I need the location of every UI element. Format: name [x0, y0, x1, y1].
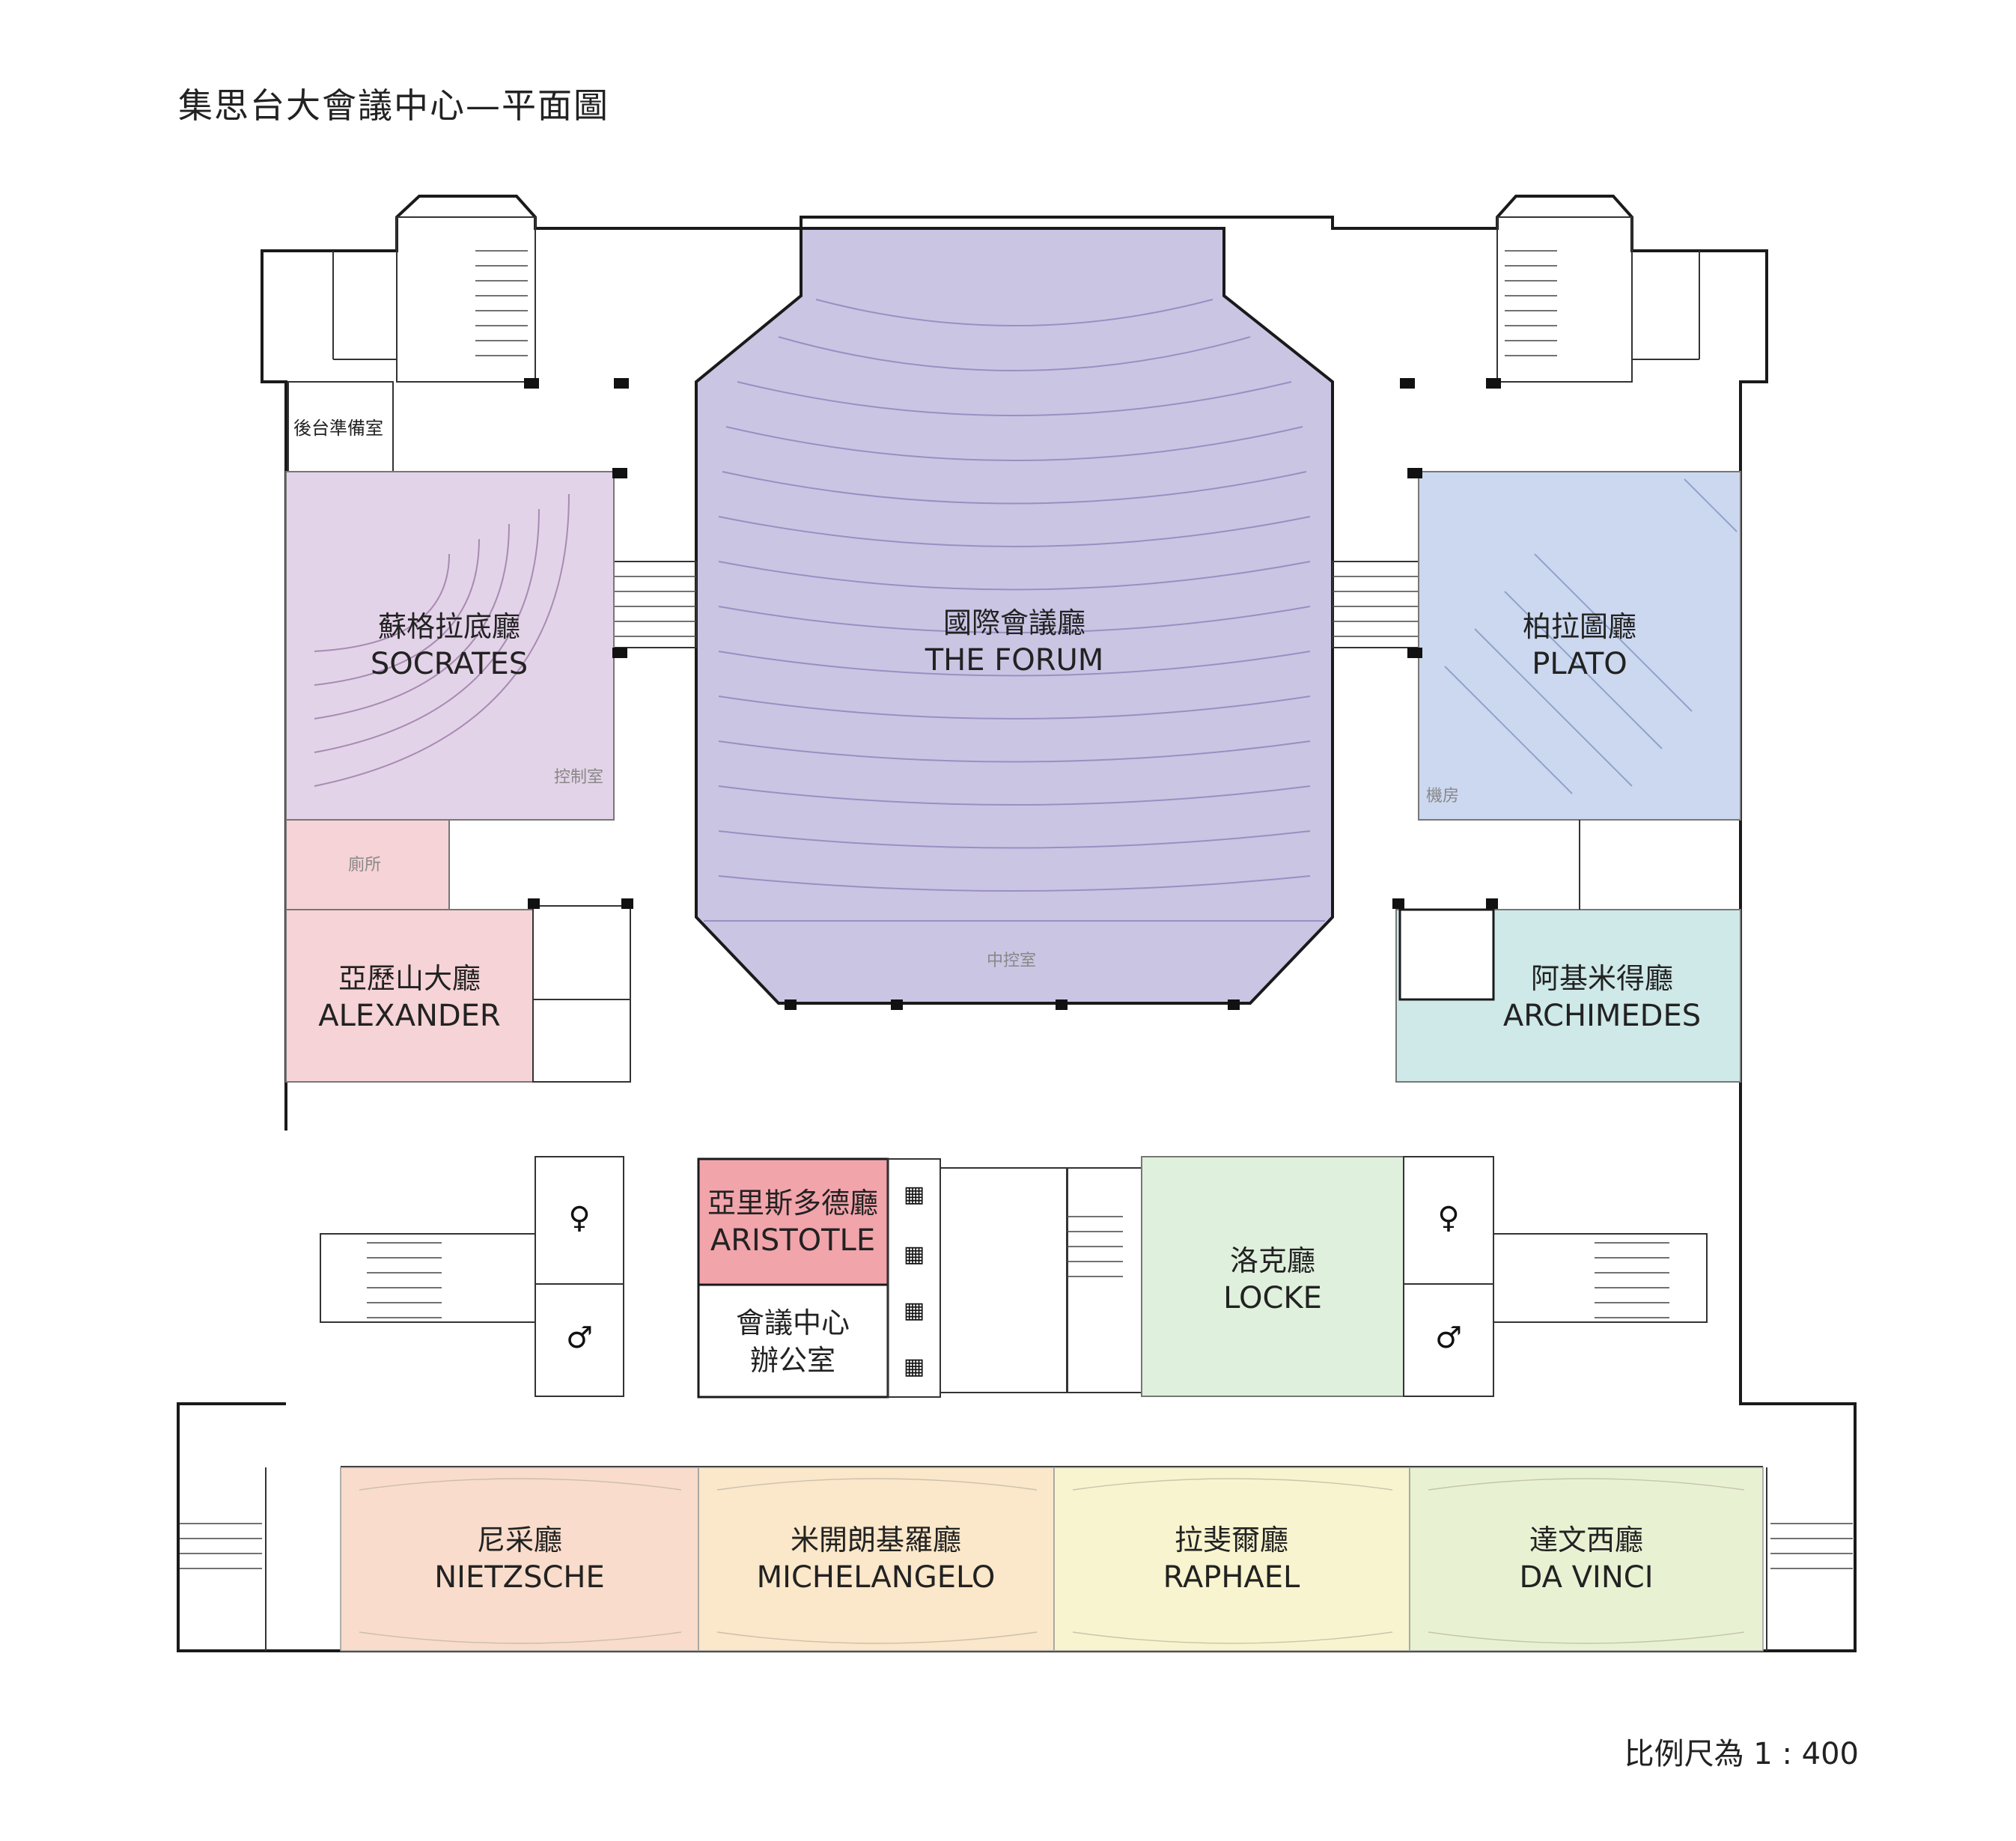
forum-name-zh: 國際會議廳 [943, 606, 1085, 639]
elevator-icon[interactable]: ▦ [904, 1354, 925, 1380]
restroom-label: 廁所 [348, 856, 381, 874]
door-marks [524, 378, 1501, 1010]
elevator-icon[interactable]: ▦ [904, 1297, 925, 1324]
lower-room-seating [359, 1478, 1745, 1644]
plato-name-zh: 柏拉圖廳 [1523, 610, 1636, 643]
room-socrates[interactable]: 控制室 蘇格拉底廳 SOCRATES [285, 471, 615, 821]
stairs-center [1066, 1167, 1142, 1393]
room-locke[interactable]: 洛克廳 LOCKE [1141, 1156, 1404, 1397]
stairs-southeast [1770, 1523, 1853, 1569]
female-restroom-icon: ♀ [568, 1201, 590, 1235]
alexander-name-zh: 亞歷山大廳 [338, 962, 481, 995]
elevator-icon[interactable]: ▦ [904, 1241, 925, 1268]
raphael-name-zh: 拉斐爾廳 [1175, 1524, 1288, 1557]
central-control-label: 中控室 [987, 952, 1036, 970]
male-restroom-icon: ♂ [566, 1321, 593, 1355]
room-davinci[interactable]: 達文西廳 DA VINCI [1409, 1467, 1764, 1652]
alexander-name-en: ALEXANDER [318, 999, 500, 1033]
room-nietzsche[interactable]: 尼采廳 NIETZSCHE [340, 1467, 699, 1652]
page-title: 集思台大會議中心—平面圖 [178, 85, 609, 126]
nietzsche-name-en: NIETZSCHE [434, 1560, 605, 1595]
control-room-label: 控制室 [554, 768, 603, 787]
machine-room-label: 機房 [1426, 787, 1459, 806]
davinci-name-zh: 達文西廳 [1529, 1524, 1643, 1557]
male-restroom-icon: ♂ [1435, 1321, 1462, 1355]
room-forum[interactable]: 中控室 國際會議廳 THE FORUM [695, 227, 1334, 1005]
room-archimedes[interactable]: 阿基米得廳 ARCHIMEDES [1395, 908, 1741, 1083]
davinci-name-en: DA VINCI [1520, 1560, 1654, 1595]
socrates-name-en: SOCRATES [371, 647, 528, 681]
aristotle-name-en: ARISTOTLE [710, 1223, 875, 1258]
stairs-west [320, 1233, 536, 1323]
stair-tower-left: 後台準備室 [287, 216, 536, 472]
room-plato[interactable]: 機房 柏拉圖廳 PLATO [1418, 471, 1741, 821]
room-office[interactable]: 會議中心 辦公室 [697, 1283, 889, 1399]
stairs-east [1493, 1233, 1708, 1323]
raphael-name-en: RAPHAEL [1163, 1560, 1300, 1595]
nietzsche-name-zh: 尼采廳 [477, 1524, 562, 1557]
plato-seating [1444, 478, 1738, 794]
michelangelo-name-en: MICHELANGELO [757, 1560, 996, 1595]
female-restroom-icon: ♀ [1437, 1201, 1459, 1235]
archimedes-name-en: ARCHIMEDES [1503, 999, 1701, 1033]
socrates-name-zh: 蘇格拉底廳 [378, 610, 520, 643]
archimedes-name-zh: 阿基米得廳 [1531, 962, 1673, 995]
scale-note: 比例尺為 1 : 400 [1624, 1737, 1859, 1771]
socrates-seating [314, 493, 570, 787]
room-michelangelo[interactable]: 米開朗基羅廳 MICHELANGELO [698, 1467, 1055, 1652]
forum-seating [704, 299, 1325, 922]
locke-name-zh: 洛克廳 [1230, 1244, 1315, 1277]
backstage-label: 後台準備室 [293, 418, 383, 439]
room-raphael[interactable]: 拉斐爾廳 RAPHAEL [1053, 1467, 1410, 1652]
room-alexander[interactable]: 亞歷山大廳 ALEXANDER [285, 909, 534, 1083]
stair-tower-right [1496, 216, 1700, 383]
forum-name-en: THE FORUM [925, 643, 1104, 678]
office-name-line2: 辦公室 [750, 1344, 835, 1377]
office-name-line1: 會議中心 [736, 1306, 850, 1339]
locke-name-en: LOCKE [1223, 1281, 1322, 1315]
elevator-icon[interactable]: ▦ [904, 1181, 925, 1208]
restroom-west: 廁所 [285, 819, 450, 910]
elevator-bank: ▦ ▦ ▦ ▦ [887, 1158, 1068, 1398]
michelangelo-name-zh: 米開朗基羅廳 [791, 1524, 961, 1557]
stairs-southwest [180, 1523, 262, 1569]
room-aristotle[interactable]: 亞里斯多德廳 ARISTOTLE [697, 1157, 889, 1286]
restroom-block-west: ♀ ♂ [535, 1156, 624, 1397]
aristotle-name-zh: 亞里斯多德廳 [707, 1187, 878, 1220]
restroom-block-east: ♀ ♂ [1403, 1156, 1494, 1397]
plato-name-en: PLATO [1532, 647, 1627, 681]
